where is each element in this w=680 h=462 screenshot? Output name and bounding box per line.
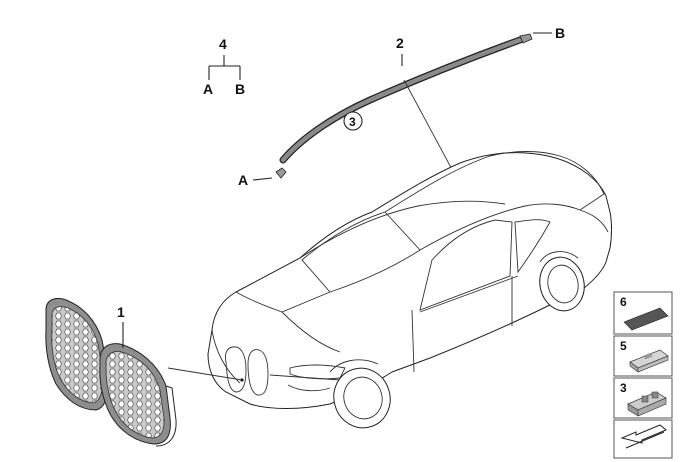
kidney-grille-part — [45, 297, 177, 447]
arrow-marker-icon — [620, 424, 667, 444]
part-3-marker-on-strip: 3 — [343, 111, 363, 131]
part-2-number: 2 — [396, 35, 404, 51]
legend-item-3: 3 — [613, 377, 673, 419]
part-4-number: 4 — [219, 36, 227, 52]
legend-item-5: 5 — [613, 335, 673, 377]
legend-3-number: 3 — [620, 381, 627, 395]
legend-6-number: 6 — [620, 295, 627, 309]
end-a-label: A — [238, 172, 248, 188]
roof-trim-strip — [275, 33, 533, 179]
legend-item-arrow — [613, 419, 673, 459]
bracket-clip-icon — [627, 391, 667, 417]
legend-item-6: 6 — [613, 291, 673, 335]
end-a-label-top: A — [203, 81, 213, 97]
car-outline — [207, 151, 612, 429]
end-b-label-top: B — [235, 81, 245, 97]
legend-5-number: 5 — [620, 339, 627, 353]
end-b-label: B — [555, 25, 565, 41]
part-3-number-circle: 3 — [349, 115, 356, 129]
clip-icon — [629, 349, 669, 373]
part-1-number: 1 — [117, 304, 125, 320]
part-4-callout-group: 4 A B — [203, 36, 245, 97]
adhesive-pad-icon — [623, 307, 669, 331]
